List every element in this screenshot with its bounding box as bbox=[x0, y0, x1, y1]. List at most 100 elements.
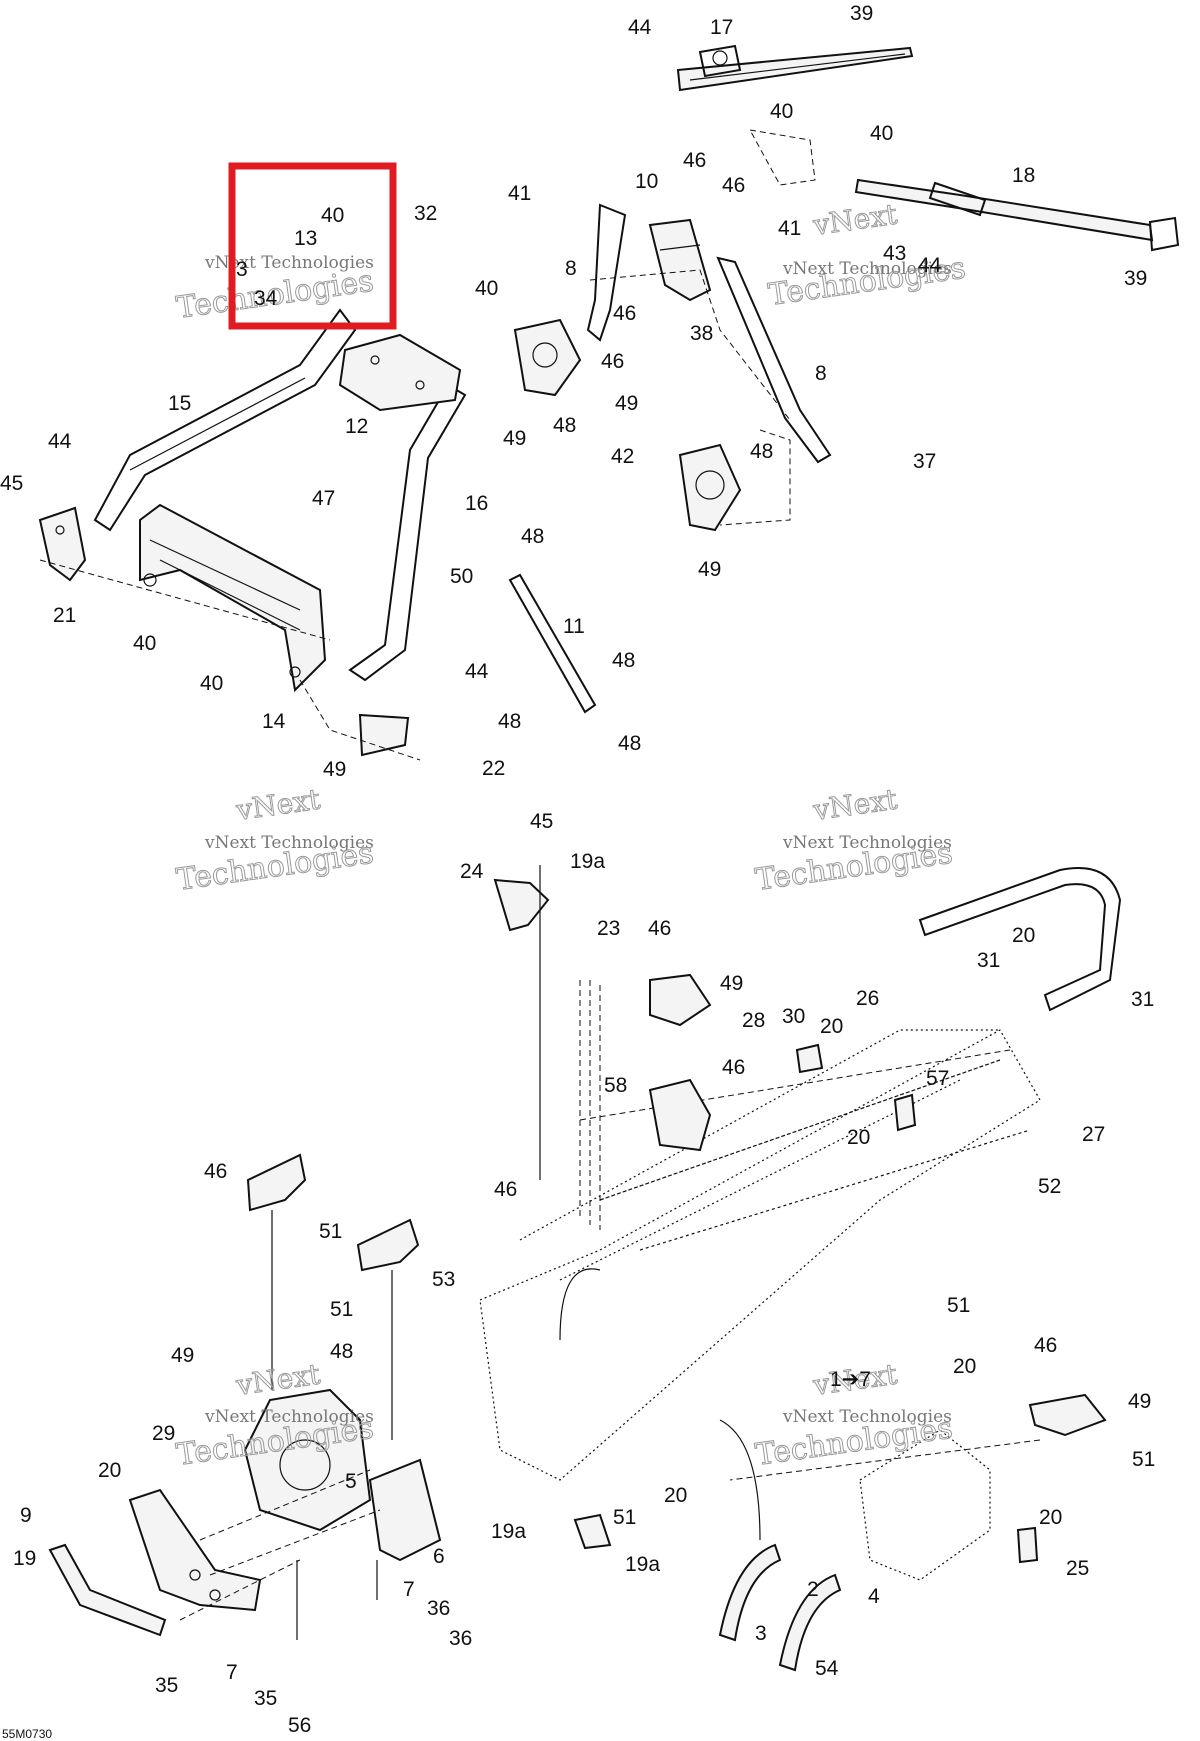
callout: 9 bbox=[20, 1504, 32, 1527]
callout: 49 bbox=[698, 558, 721, 581]
callout: 21 bbox=[53, 604, 76, 627]
callout: 44 bbox=[918, 254, 942, 277]
callout: 23 bbox=[597, 917, 620, 940]
part-12-plate bbox=[338, 333, 462, 412]
part-8-right-arm bbox=[716, 256, 832, 464]
callout: 8 bbox=[565, 257, 577, 280]
callout: 56 bbox=[288, 1714, 311, 1737]
callout: 3 bbox=[236, 258, 248, 281]
svg-text:vNext Technologies: vNext Technologies bbox=[782, 833, 952, 853]
callout: 6 bbox=[433, 1545, 445, 1568]
callout: 19 bbox=[13, 1547, 36, 1570]
callout: 44 bbox=[465, 660, 489, 683]
part-30-bumper bbox=[918, 867, 1122, 1012]
callout: 20 bbox=[953, 1355, 976, 1378]
callout: 7 bbox=[403, 1578, 415, 1601]
callout: 48 bbox=[330, 1340, 353, 1363]
callout: 25 bbox=[1066, 1557, 1089, 1580]
callout: 15 bbox=[168, 392, 191, 415]
callout: 48 bbox=[750, 440, 773, 463]
callout: 19a bbox=[625, 1553, 660, 1576]
callout: 32 bbox=[414, 202, 437, 225]
callout: 24 bbox=[460, 860, 484, 883]
part-23-bracket bbox=[493, 878, 550, 932]
callout-labels: 44 17 39 40 40 18 46 46 10 41 41 43 44 3… bbox=[0, 2, 1155, 1737]
callout: 41 bbox=[508, 182, 531, 205]
callout: 12 bbox=[345, 415, 368, 438]
callout: 14 bbox=[262, 710, 286, 733]
callout: 3 bbox=[755, 1622, 767, 1645]
callout: 36 bbox=[427, 1597, 450, 1620]
drive-assembly-upper bbox=[513, 318, 582, 397]
callout: 51 bbox=[947, 1294, 970, 1317]
callout: 16 bbox=[465, 492, 488, 515]
part-26-bracket bbox=[795, 1043, 824, 1074]
callout: 40 bbox=[770, 100, 793, 123]
part-25-clip bbox=[573, 1513, 612, 1550]
part-11-rod bbox=[508, 573, 597, 714]
svg-text:vNext: vNext bbox=[233, 782, 322, 827]
callout: 46 bbox=[204, 1160, 227, 1183]
callout: 40 bbox=[200, 672, 223, 695]
callout: 29 bbox=[152, 1422, 175, 1445]
callout: 48 bbox=[618, 732, 641, 755]
front-bulkhead bbox=[243, 1388, 442, 1562]
callout: 19a bbox=[491, 1520, 526, 1543]
diagram-code: 55M0730 bbox=[2, 1727, 52, 1741]
callout: 49 bbox=[503, 427, 526, 450]
callout: 20 bbox=[1039, 1506, 1062, 1529]
part-28-plate bbox=[649, 973, 712, 1027]
part-57-bracket bbox=[648, 1078, 712, 1152]
callout: 51 bbox=[1132, 1448, 1155, 1471]
callout: 28 bbox=[742, 1009, 765, 1032]
callout: 37 bbox=[913, 450, 936, 473]
callout: 43 bbox=[883, 242, 906, 265]
callout: 39 bbox=[850, 2, 873, 25]
callout: 42 bbox=[611, 445, 634, 468]
highlight-box bbox=[228, 162, 397, 330]
callout: 50 bbox=[450, 565, 473, 588]
callout: 54 bbox=[815, 1657, 839, 1680]
callout: 49 bbox=[720, 972, 743, 995]
callout: 49 bbox=[171, 1344, 194, 1367]
callout: 11 bbox=[563, 615, 585, 638]
callout: 46 bbox=[613, 302, 636, 325]
callout: 44 bbox=[48, 430, 72, 453]
callout: 51 bbox=[319, 1220, 342, 1243]
callout: 18 bbox=[1012, 164, 1035, 187]
svg-text:vNext Technologies: vNext Technologies bbox=[782, 259, 952, 279]
callout: 34 bbox=[254, 287, 278, 310]
callout: 48 bbox=[521, 525, 544, 548]
callout: 51 bbox=[613, 1506, 636, 1529]
callout: 46 bbox=[1034, 1334, 1057, 1357]
callout: 46 bbox=[683, 149, 706, 172]
callout: 44 bbox=[628, 16, 652, 39]
callout: 45 bbox=[0, 472, 23, 495]
callout: 53 bbox=[432, 1268, 455, 1291]
svg-text:vNext Technologies: vNext Technologies bbox=[204, 833, 374, 853]
callout: 47 bbox=[312, 487, 335, 510]
part-8-left-arm bbox=[586, 203, 627, 342]
part-35-slider-a bbox=[718, 1543, 782, 1642]
callout: 45 bbox=[530, 810, 553, 833]
callout: 20 bbox=[820, 1015, 843, 1038]
callout: 13 bbox=[294, 227, 317, 250]
part-29-plate bbox=[1028, 1393, 1107, 1437]
callout: 35 bbox=[155, 1674, 178, 1697]
callout: 40 bbox=[870, 122, 893, 145]
callout: 27 bbox=[1082, 1123, 1105, 1146]
callout: 26 bbox=[856, 987, 879, 1010]
part-52-pad bbox=[246, 1153, 307, 1212]
svg-text:vNext Technologies: vNext Technologies bbox=[204, 253, 374, 273]
leader-lines bbox=[39, 269, 1041, 1640]
callout: 2 bbox=[807, 1578, 819, 1601]
callout: 40 bbox=[133, 632, 156, 655]
part-9-tab bbox=[1016, 1526, 1039, 1564]
callout: 7 bbox=[226, 1661, 238, 1684]
callout: 35 bbox=[254, 1687, 277, 1710]
callout: 38 bbox=[690, 322, 713, 345]
part-5-plate bbox=[128, 1488, 262, 1612]
part-6-rail bbox=[48, 1543, 167, 1637]
part-16-tube bbox=[348, 383, 467, 682]
